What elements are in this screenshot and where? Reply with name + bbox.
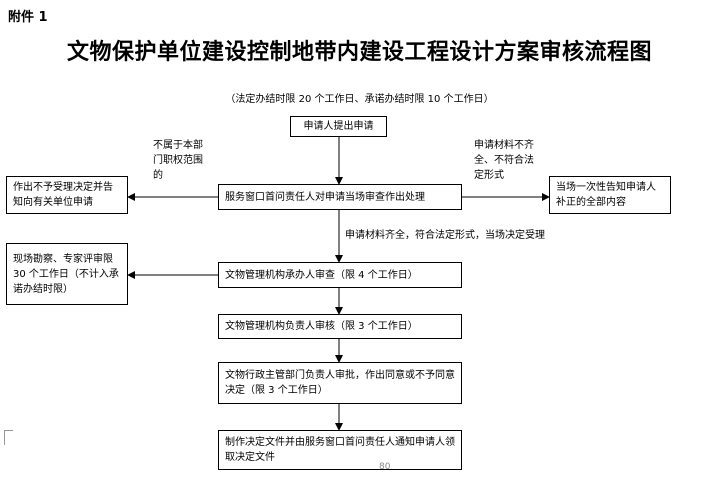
admin-approval-label: 文物行政主管部门负责人审批，作出同意或不予同意决定（限 3 个工作日） (225, 370, 455, 396)
time-limit-subtitle: （法定办结时限 20 个工作日、承诺办结时限 10 个工作日） (225, 94, 494, 105)
chief-review-box: 文物管理机构负责人审核（限 3 个工作日） (218, 314, 462, 339)
window-review-label: 服务窗口首问责任人对申请当场审查作出处理 (225, 191, 425, 203)
reject-condition-note: 不属于本部门职权范围的 (153, 140, 203, 181)
page-title: 文物保护单位建设控制地带内建设工程设计方案审核流程图 (66, 40, 652, 65)
page-corner-mark (4, 430, 13, 445)
handler-review-box: 文物管理机构承办人审查（限 4 个工作日） (218, 262, 462, 288)
incomplete-label: 当场一次性告知申请人补正的全部内容 (556, 182, 656, 208)
admin-approval-box: 文物行政主管部门负责人审批，作出同意或不予同意决定（限 3 个工作日） (218, 362, 462, 404)
handler-review-label: 文物管理机构承办人审查（限 4 个工作日） (225, 269, 418, 281)
attachment-label: 附件 1 (8, 10, 48, 25)
survey-label: 现场勘察、专家评审限 30 个工作日（不计入承诺办结时限） (13, 253, 119, 295)
apply-label: 申请人提出申请 (303, 121, 374, 132)
window-review-box: 服务窗口首问责任人对申请当场审查作出处理 (218, 184, 462, 210)
survey-box: 现场勘察、专家评审限 30 个工作日（不计入承诺办结时限） (6, 243, 128, 305)
incomplete-box: 当场一次性告知申请人补正的全部内容 (549, 176, 671, 214)
reject-box: 作出不予受理决定并告知向有关单位申请 (6, 176, 128, 214)
final-notice-box: 制作决定文件并由服务窗口首问责任人通知申请人领取决定文件 (218, 430, 462, 470)
apply-box: 申请人提出申请 (290, 116, 387, 137)
final-notice-label: 制作决定文件并由服务窗口首问责任人通知申请人领取决定文件 (225, 437, 455, 463)
reject-label: 作出不予受理决定并告知向有关单位申请 (13, 182, 113, 208)
chief-review-label: 文物管理机构负责人审核（限 3 个工作日） (225, 321, 418, 332)
incomplete-condition-note: 申请材料不齐全、不符合法定形式 (474, 140, 534, 181)
page-number: 80 (379, 462, 391, 472)
accept-condition-note: 申请材料齐全，符合法定形式，当场决定受理 (345, 230, 545, 241)
